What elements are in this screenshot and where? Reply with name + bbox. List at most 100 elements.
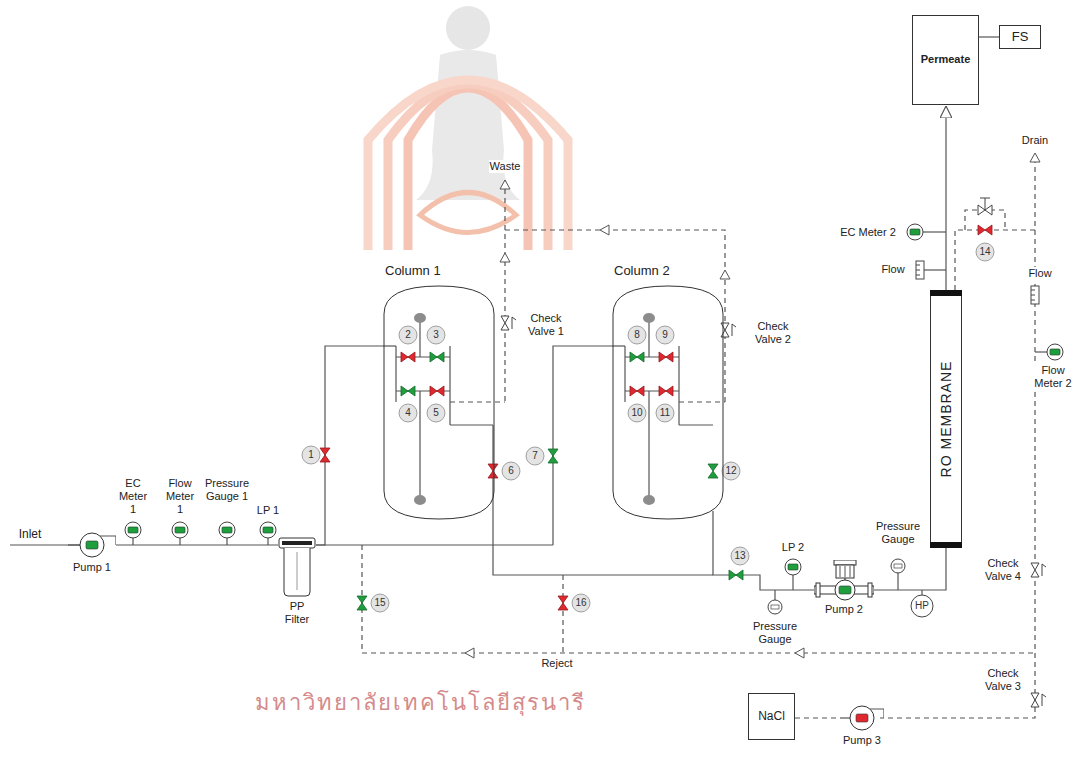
outlet-label: Drain <box>1021 134 1049 147</box>
drawing-part <box>125 522 141 538</box>
pipe-line <box>678 346 679 425</box>
meter-symbol <box>907 224 923 240</box>
drawing-part <box>222 527 232 533</box>
column-heading: Column 2 <box>612 263 672 279</box>
valve-symbol <box>630 386 644 396</box>
pipe-connector <box>316 346 383 545</box>
pipe-line <box>493 425 713 575</box>
filter-symbol <box>278 532 316 598</box>
equipment-label: Permeate <box>921 53 971 66</box>
pipe-line <box>450 424 493 425</box>
pipe-line <box>648 318 649 357</box>
instrument-label: LP 1 <box>256 504 280 517</box>
column-heading: Column 1 <box>383 263 443 279</box>
callout-circle <box>656 404 674 422</box>
valve-symbol <box>630 352 644 362</box>
drawing-part <box>1031 693 1039 707</box>
drawing-part <box>916 270 920 271</box>
pipe-connector <box>874 548 946 590</box>
pipe-line <box>624 346 625 402</box>
equipment-label: NaCl <box>758 709 785 723</box>
equipment-label: Pump 1 <box>68 561 116 574</box>
pipe-connector <box>945 106 946 290</box>
drawing-part <box>1031 295 1035 296</box>
drawing-part <box>785 559 801 575</box>
drawing-part <box>916 275 920 276</box>
dashed-pipe <box>679 401 725 402</box>
equipment-label: Pump 3 <box>840 734 884 747</box>
drawing-part <box>388 84 548 250</box>
dashed-pipe <box>880 158 1035 718</box>
collector-dot <box>643 495 655 505</box>
needle-valve-stem <box>980 198 990 210</box>
drawing-part <box>260 522 276 538</box>
equipment-label: Pump 2 <box>814 603 874 616</box>
meter-symbol <box>785 559 801 575</box>
drawing-part <box>856 714 868 722</box>
callout-number: 7 <box>526 447 544 465</box>
drawing-part <box>916 265 920 266</box>
high-pressure-pump: Pump 2 <box>814 560 874 616</box>
valve-symbol <box>401 386 415 396</box>
check-valve-symbol <box>501 316 516 330</box>
drawing-part <box>834 560 856 565</box>
valve-symbol <box>978 225 992 235</box>
drawing-part <box>839 586 851 594</box>
callout-circle <box>656 326 674 344</box>
rotameter-symbol <box>1031 286 1039 304</box>
drawing-part <box>1047 344 1063 360</box>
callout-number: 10 <box>628 404 646 422</box>
pipe-line <box>1035 351 1047 352</box>
pipe-line <box>612 345 625 346</box>
permeate-tank: Permeate <box>912 15 979 105</box>
callout-number: 5 <box>427 404 445 422</box>
instrument-label: Pressure Gauge <box>873 520 923 546</box>
flow-arrow <box>465 648 474 658</box>
pressure-gauge <box>891 559 905 573</box>
callout-number: 8 <box>628 326 646 344</box>
callout-circle <box>628 404 646 422</box>
pipe-line <box>449 346 450 425</box>
pipe-connector <box>795 717 840 718</box>
valve-symbol <box>430 386 444 396</box>
instrument-label: EC Meter 1 <box>115 477 151 517</box>
dosing-pump: Pump 3 <box>840 703 884 747</box>
drawing-part <box>1042 564 1046 576</box>
drawing-part <box>721 323 729 337</box>
rotameter-symbol <box>916 261 924 279</box>
flow-arrow <box>795 648 804 658</box>
drawing-part <box>1031 300 1035 301</box>
drawing-part <box>613 286 723 519</box>
callout-circle <box>371 594 389 612</box>
drawing-part <box>384 286 494 519</box>
distributor-dot <box>643 313 655 323</box>
instrument-label: LP 2 <box>781 541 805 554</box>
drawing-part <box>1031 563 1039 577</box>
callout-number: 1 <box>302 446 320 464</box>
meter-symbol <box>1047 344 1063 360</box>
pipe-line <box>267 538 268 545</box>
pipe-connector <box>713 511 814 590</box>
instrument-label: Flow Meter 2 <box>1032 364 1074 390</box>
drawing-part <box>284 548 310 596</box>
ion-exchange-column: Column 1 <box>383 285 495 520</box>
dashed-pipe <box>505 230 725 402</box>
drawing-part <box>282 541 312 545</box>
drawing-part <box>80 533 104 557</box>
instrument-label: Flow Meter 1 <box>162 477 198 517</box>
dashed-pipe <box>362 545 1035 653</box>
callout-circle <box>399 326 417 344</box>
drawing-part <box>907 224 923 240</box>
callout-circle <box>427 404 445 422</box>
ion-exchange-column: Column 2 <box>612 285 724 520</box>
pipe-line <box>419 391 420 500</box>
drawing-part <box>816 583 820 597</box>
callout-number: 4 <box>399 404 417 422</box>
drawing-part <box>931 291 962 548</box>
instrument-label: Flow <box>880 263 905 276</box>
callout-circle <box>502 462 520 480</box>
drawing-part <box>446 6 490 50</box>
callout-number: 12 <box>722 462 740 480</box>
